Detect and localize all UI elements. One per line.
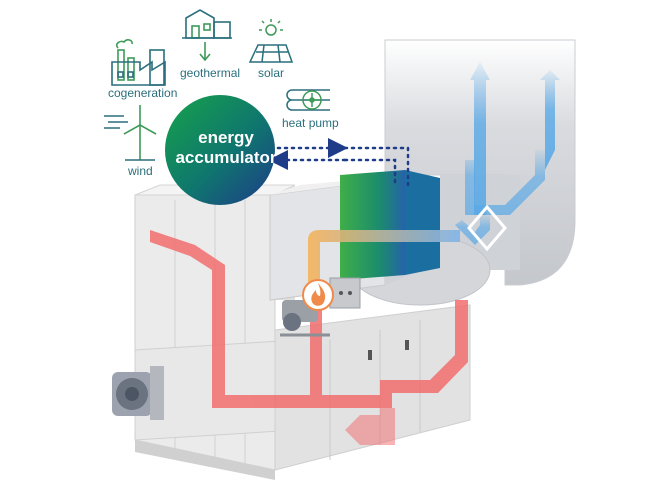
wind-turbine-icon xyxy=(104,105,157,161)
cool-flow-arrows xyxy=(455,62,560,245)
label-solar: solar xyxy=(258,66,285,80)
label-cogeneration: cogeneration xyxy=(108,86,178,100)
fan-motor xyxy=(112,366,164,420)
solar-panel-icon xyxy=(248,19,294,63)
flame-icon xyxy=(302,279,334,311)
heat-pump-icon xyxy=(286,89,330,111)
house-geothermal-icon xyxy=(182,9,232,62)
diamond-sensor-icon xyxy=(467,204,507,252)
transfer-flow xyxy=(308,230,460,310)
label-wind: wind xyxy=(128,164,153,178)
factory-icon xyxy=(111,39,166,86)
accumulator-line-1: energy xyxy=(198,128,254,147)
accumulator-links xyxy=(268,138,410,187)
accumulator-line-2: accumulator xyxy=(175,148,277,167)
label-geothermal: geothermal xyxy=(180,66,241,80)
label-heat-pump: heat pump xyxy=(282,116,339,130)
accumulator-label: energy accumulator xyxy=(166,128,286,168)
energy-accumulator-orb xyxy=(165,95,275,205)
heat-exchanger-coil xyxy=(340,170,440,280)
